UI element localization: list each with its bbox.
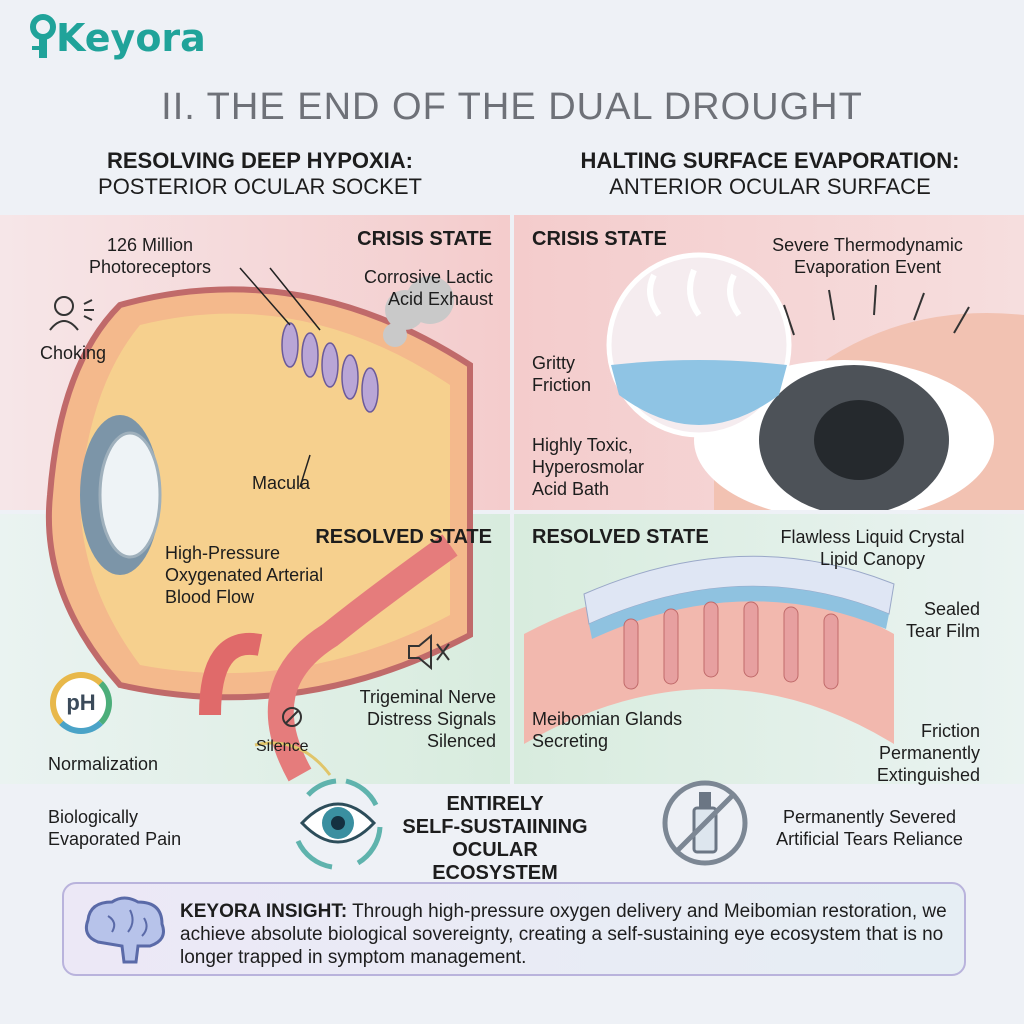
brand-logo: Keyora xyxy=(28,14,206,62)
resolved-state-label-left: RESOLVED STATE xyxy=(315,526,492,548)
eye-cross-section-illustration xyxy=(45,267,473,782)
eco-line2: SELF-SUSTAIINING xyxy=(402,816,588,838)
page-title: II. THE END OF THE DUAL DROUGHT xyxy=(161,86,863,128)
toxic-line2: Hyperosmolar xyxy=(532,457,645,477)
eco-line1: ENTIRELY xyxy=(446,793,544,815)
photoreceptors-line1: 126 Million xyxy=(106,235,194,255)
tears-line2: Artificial Tears Reliance xyxy=(776,829,963,849)
pain-line2: Evaporated Pain xyxy=(48,829,182,849)
tear-line2: Tear Film xyxy=(905,621,980,641)
right-subheading: ANTERIOR OCULAR SURFACE xyxy=(609,174,931,199)
glands-line2: Secreting xyxy=(532,731,609,751)
left-heading: RESOLVING DEEP HYPOXIA: xyxy=(106,148,414,173)
evap-line2: Evaporation Event xyxy=(793,257,942,277)
blood-line2: Oxygenated Arterial xyxy=(165,565,324,585)
left-section-heading: RESOLVING DEEP HYPOXIA:POSTERIOR OCULAR … xyxy=(40,148,480,200)
insight-text: KEYORA INSIGHT: Through high-pressure ox… xyxy=(180,900,960,969)
crisis-state-label-left: CRISIS STATE xyxy=(357,228,492,250)
insight-label: KEYORA INSIGHT: xyxy=(180,901,348,922)
normalization-label: Normalization xyxy=(48,754,159,774)
blood-line1: High-Pressure xyxy=(165,543,281,563)
nerve-line1: Trigeminal Nerve xyxy=(359,687,496,707)
right-heading: HALTING SURFACE EVAPORATION: xyxy=(580,148,960,173)
gritty-line2: Friction xyxy=(532,375,592,395)
toxic-line3: Acid Bath xyxy=(532,479,610,499)
silence-label: Silence xyxy=(256,738,309,755)
brand-name: Keyora xyxy=(56,16,206,60)
brain-icon xyxy=(84,896,165,964)
lactic-line1: Corrosive Lactic xyxy=(363,267,493,287)
cycling-eye-icon xyxy=(295,778,383,870)
macula-label: Macula xyxy=(252,473,311,493)
nerve-line2: Distress Signals xyxy=(366,709,496,729)
left-subheading: POSTERIOR OCULAR SOCKET xyxy=(98,174,422,199)
glands-line1: Meibomian Glands xyxy=(532,709,683,729)
friction-line1: Friction xyxy=(920,721,980,741)
key-icon xyxy=(30,14,56,58)
tears-line1: Permanently Severed xyxy=(782,807,957,827)
friction-line2: Permanently xyxy=(878,743,980,763)
muted-speaker-icon xyxy=(408,633,450,671)
gritty-line1: Gritty xyxy=(532,353,575,373)
evaporating-tear-illustration xyxy=(606,252,1024,510)
tear-line1: Sealed xyxy=(923,599,980,619)
friction-line3: Extinguished xyxy=(876,765,980,785)
crisis-state-label-right: CRISIS STATE xyxy=(532,228,667,250)
lactic-line2: Acid Exhaust xyxy=(387,289,493,309)
lipid-line2: Lipid Canopy xyxy=(819,549,926,569)
photoreceptors-line2: Photoreceptors xyxy=(88,257,212,277)
eco-line3: OCULAR ECOSYSTEM xyxy=(432,839,558,884)
ph-gauge-icon: pH xyxy=(50,672,112,734)
no-eye-drops-icon xyxy=(662,780,748,866)
lipid-line1: Flawless Liquid Crystal xyxy=(780,527,965,547)
blood-line3: Blood Flow xyxy=(165,587,255,607)
tear-film-layers-illustration xyxy=(524,555,895,744)
pain-line1: Biologically xyxy=(48,807,139,827)
choking-person-icon xyxy=(49,296,94,331)
insight-box xyxy=(62,882,966,976)
insight-body: Through high-pressure oxygen delivery an… xyxy=(180,901,947,968)
choking-label: Choking xyxy=(40,343,107,363)
silence-icon xyxy=(282,707,302,727)
evap-line1: Severe Thermodynamic xyxy=(772,235,963,255)
resolved-state-label-right: RESOLVED STATE xyxy=(532,526,709,548)
nerve-line3: Silenced xyxy=(426,731,496,751)
toxic-line1: Highly Toxic, xyxy=(532,435,633,455)
right-section-heading: HALTING SURFACE EVAPORATION:ANTERIOR OCU… xyxy=(530,148,1010,200)
